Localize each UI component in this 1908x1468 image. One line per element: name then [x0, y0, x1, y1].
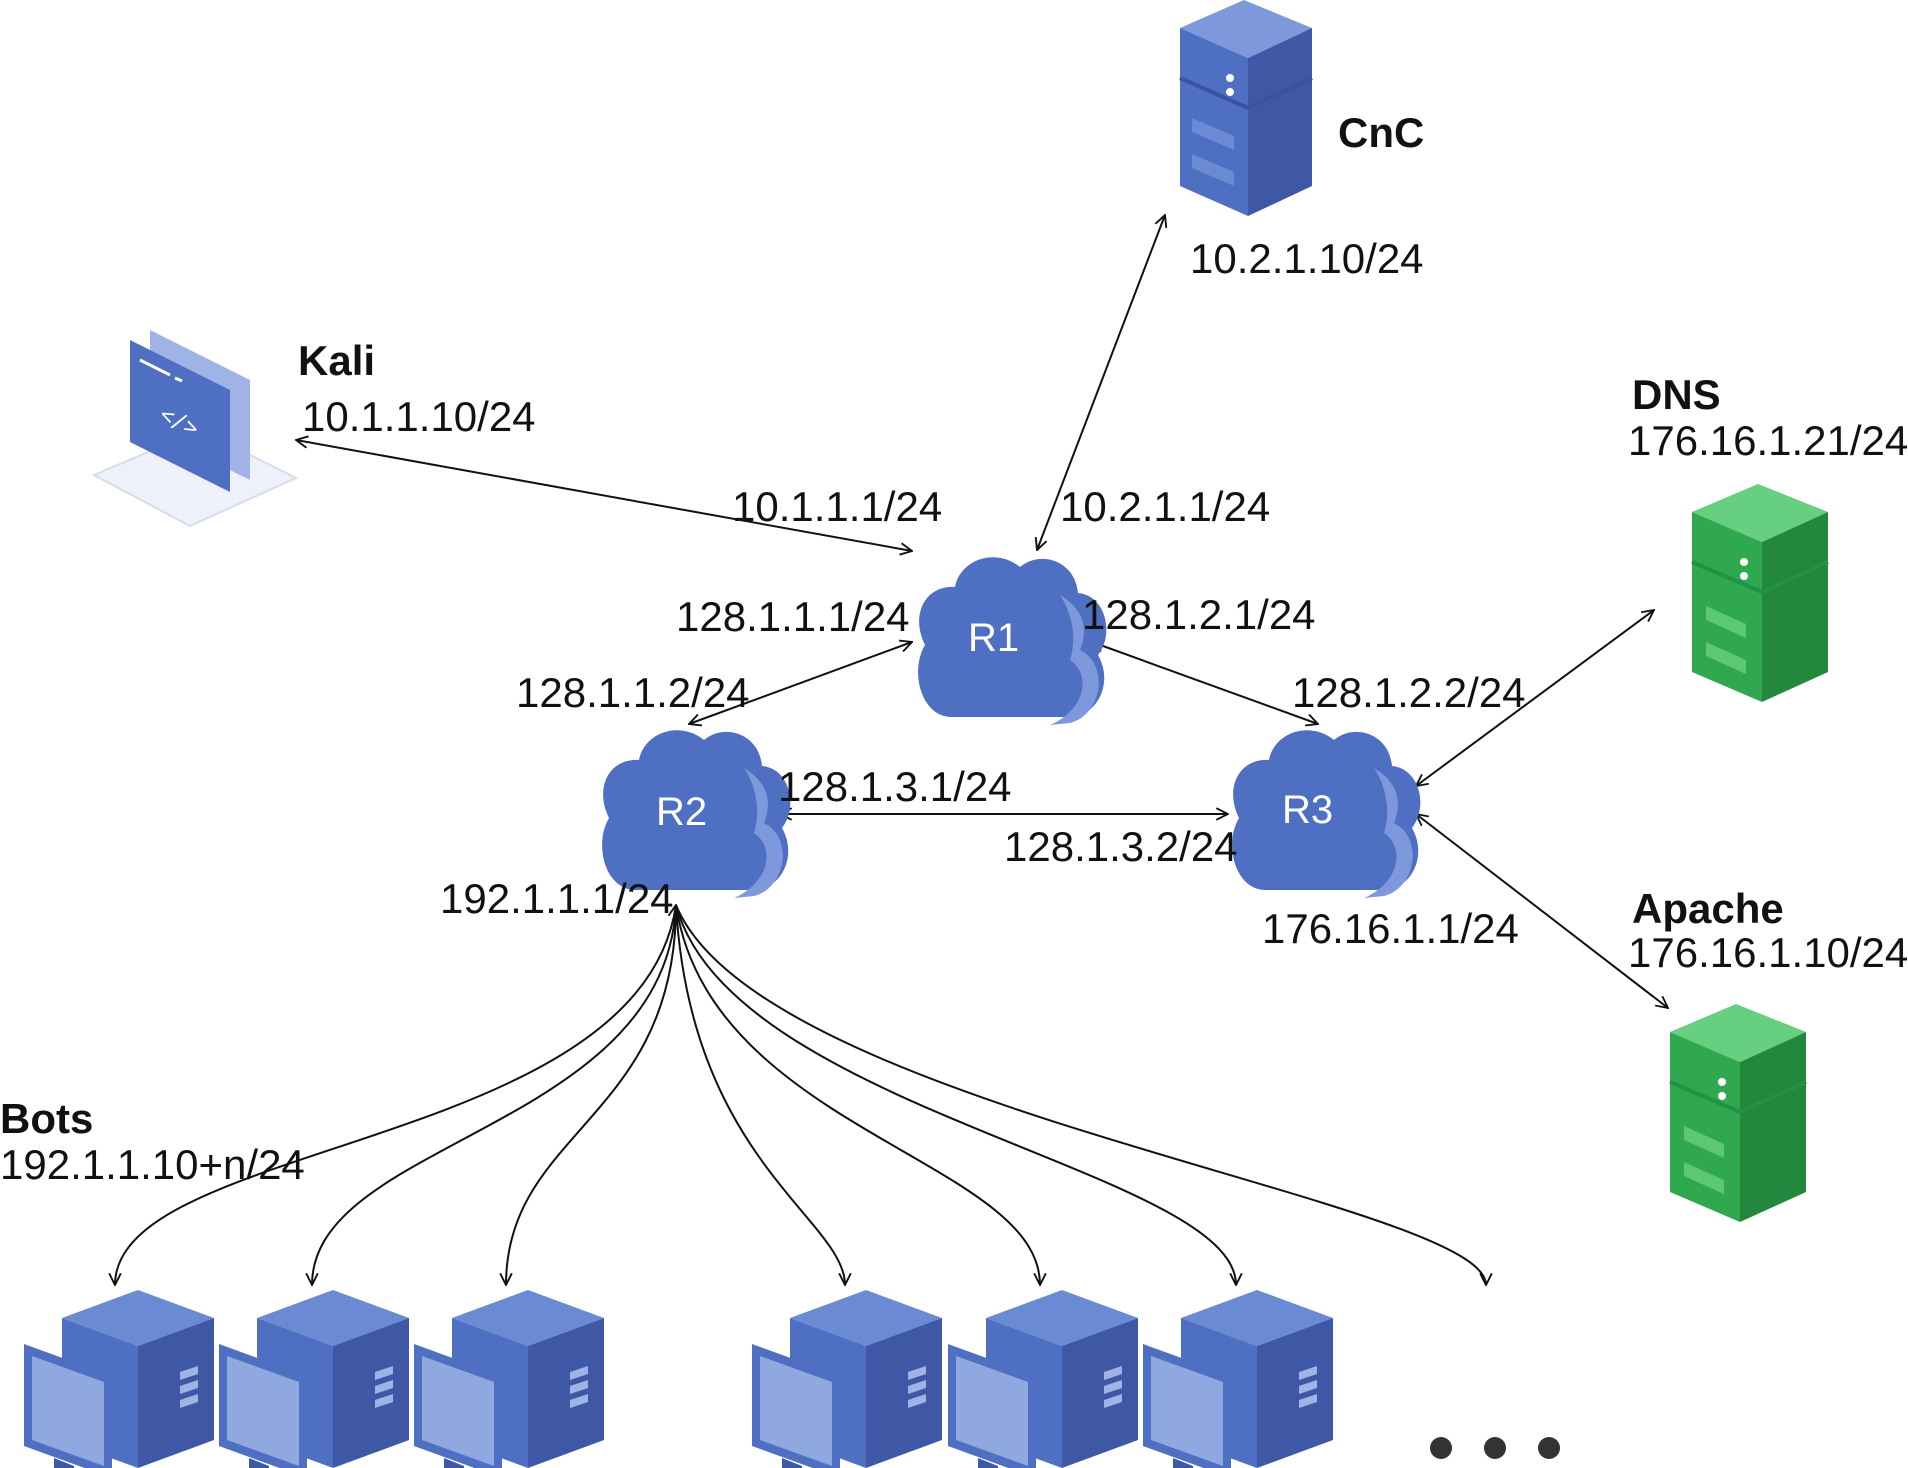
server-icon	[1690, 482, 1830, 704]
desktop-computer-icon	[219, 1290, 409, 1468]
if-r2-r3: 128.1.3.1/24	[778, 763, 1012, 810]
kali-name: Kali	[298, 337, 376, 384]
if-r1-kali: 10.1.1.1/24	[732, 483, 943, 530]
desktop-computer-icon	[752, 1290, 942, 1468]
if-r2-bots: 192.1.1.1/24	[440, 875, 674, 922]
bot-link-6	[675, 904, 1236, 1285]
bots-ip: 192.1.1.10+n/24	[0, 1141, 305, 1188]
server-icon	[1668, 1002, 1808, 1224]
kali-ip: 10.1.1.10/24	[302, 393, 536, 440]
cnc-ip: 10.2.1.10/24	[1190, 235, 1424, 282]
if-r1-r3: 128.1.2.1/24	[1082, 591, 1316, 638]
desktop-computer-icon	[24, 1290, 214, 1468]
bot-link-3	[506, 904, 677, 1285]
server-icon	[1179, 0, 1313, 216]
bot-links	[115, 905, 1486, 1285]
desktop-computer-icon	[1143, 1290, 1333, 1468]
if-r1-cnc: 10.2.1.1/24	[1060, 483, 1271, 530]
bots-name: Bots	[0, 1095, 94, 1142]
link-cnc-r1	[1037, 215, 1165, 550]
if-r2-r1: 128.1.1.2/24	[516, 669, 750, 716]
apache-name: Apache	[1632, 885, 1784, 932]
dns-name: DNS	[1632, 371, 1721, 418]
if-r3-r1: 128.1.2.2/24	[1292, 669, 1526, 716]
desktop-computer-icon	[414, 1290, 604, 1468]
desktop-computer-icon	[948, 1290, 1138, 1468]
link-r1-r3	[1092, 642, 1318, 724]
dns-ip: 176.16.1.21/24	[1628, 417, 1908, 464]
router-r3-label: R3	[1282, 788, 1334, 832]
bot-link-7	[675, 904, 1486, 1285]
apache-ip: 176.16.1.10/24	[1628, 929, 1908, 976]
bot-link-4	[675, 904, 845, 1285]
router-r2-label: R2	[656, 790, 708, 834]
router-r1-label: R1	[968, 616, 1020, 660]
link-r1-r2	[689, 642, 912, 724]
if-r3-r2: 128.1.3.2/24	[1004, 823, 1238, 870]
link-r3-dns	[1416, 610, 1654, 786]
link-r3-apache	[1416, 814, 1668, 1008]
bot-link-5	[675, 904, 1040, 1285]
bot-link-2	[312, 904, 677, 1285]
if-r1-r2: 128.1.1.1/24	[676, 593, 910, 640]
more-bots-ellipsis-icon	[1430, 1437, 1560, 1459]
link-kali-r1	[296, 440, 912, 551]
laptop-icon: </>	[91, 330, 299, 528]
if-r3-servers: 176.16.1.1/24	[1262, 905, 1519, 952]
bot-link-1	[115, 905, 676, 1285]
cnc-name: CnC	[1338, 109, 1425, 156]
